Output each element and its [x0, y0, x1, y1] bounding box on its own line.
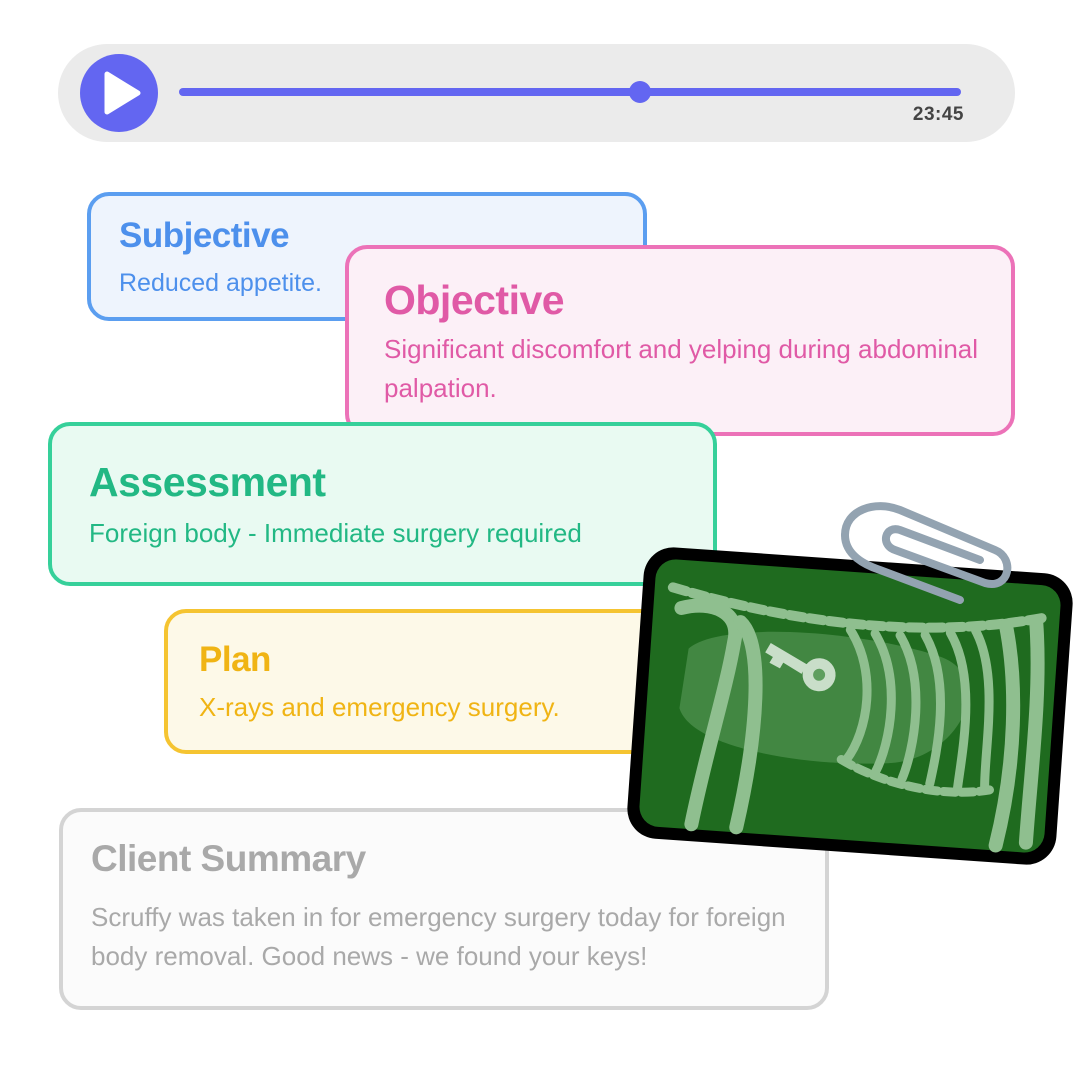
subjective-title: Subjective	[119, 216, 290, 255]
play-button[interactable]	[80, 54, 158, 132]
client-summary-text: Scruffy was taken in for emergency surge…	[91, 902, 786, 971]
plan-card[interactable]: Plan X-rays and emergency surgery.	[164, 609, 704, 754]
play-icon	[104, 71, 141, 115]
paperclip-icon	[841, 502, 1012, 604]
assessment-title: Assessment	[89, 459, 326, 505]
objective-title: Objective	[384, 277, 565, 323]
audio-player: 23:45	[58, 44, 1015, 142]
assessment-card[interactable]: Assessment Foreign body - Immediate surg…	[48, 422, 717, 586]
xray-image	[639, 559, 1061, 853]
progress-thumb[interactable]	[629, 81, 652, 103]
xray-attachment[interactable]	[625, 545, 1075, 867]
assessment-text: Foreign body - Immediate surgery require…	[89, 518, 582, 548]
time-label: 23:45	[912, 104, 964, 125]
subjective-text: Reduced appetite.	[119, 269, 322, 297]
plan-text: X-rays and emergency surgery.	[199, 692, 560, 722]
client-summary-title: Client Summary	[91, 838, 366, 879]
objective-card[interactable]: Objective Significant discomfort and yel…	[345, 245, 1015, 436]
objective-text: Significant discomfort and yelping durin…	[384, 334, 979, 403]
plan-title: Plan	[199, 640, 271, 679]
progress-track[interactable]	[179, 81, 961, 103]
